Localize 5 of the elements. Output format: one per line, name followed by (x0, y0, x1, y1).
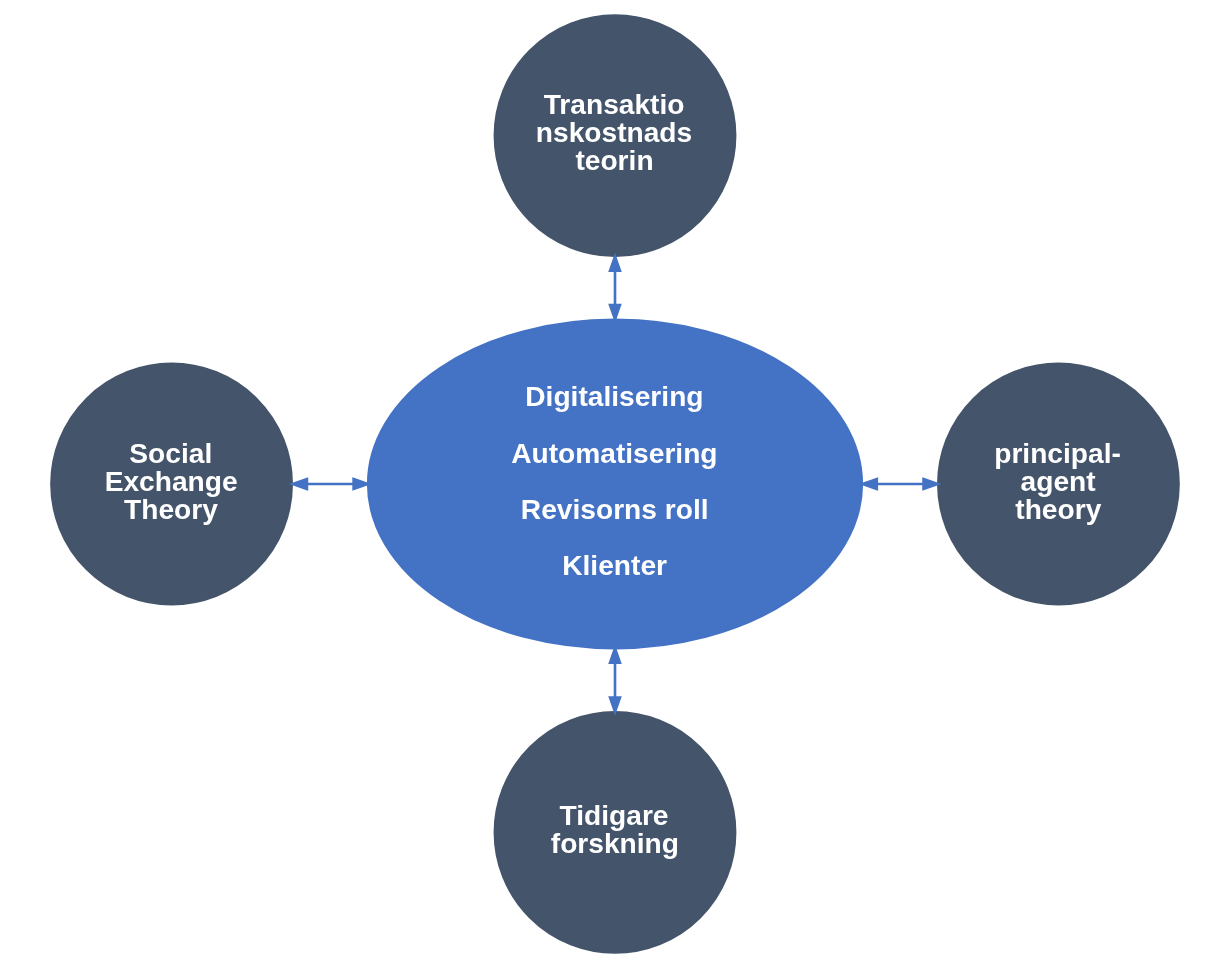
node-circle: Social Exchange Theory (49, 362, 293, 606)
node-circle: Tidigare forskning (493, 711, 736, 954)
node-circle: Transaktio nskostnads teorin (493, 14, 736, 257)
node-circle: principal- agent theory (936, 362, 1180, 606)
node-ellipse: Digitalisering Automatisering Revisorns roll Klienter (366, 318, 863, 650)
